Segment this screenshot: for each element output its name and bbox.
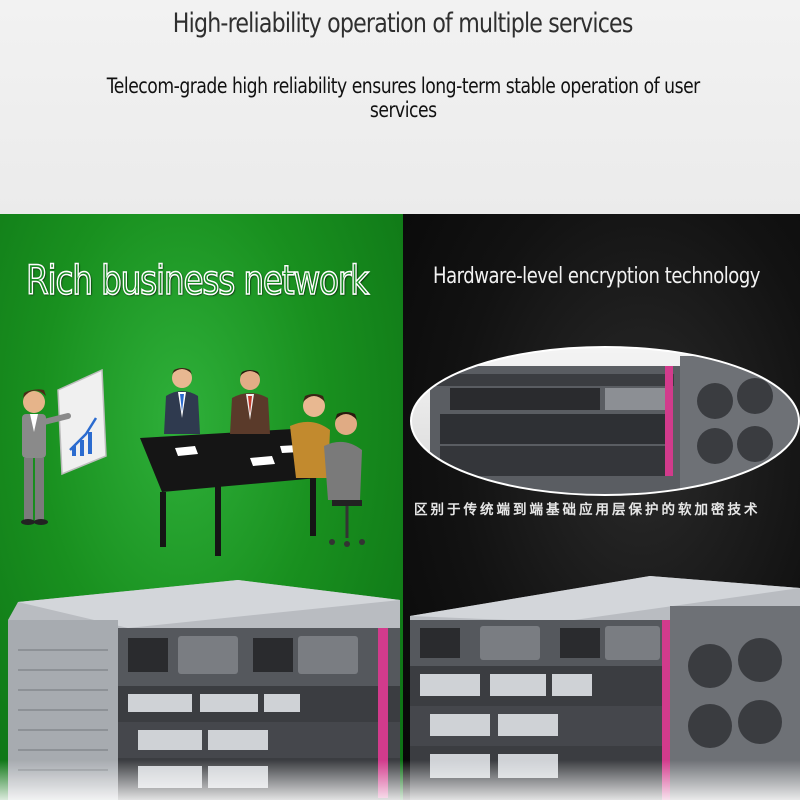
bottom-fade	[0, 760, 800, 800]
business-network-title: Rich business network	[25, 257, 369, 305]
encryption-caption: 区别于传统端到端基础应用层保护的软加密技术	[414, 502, 761, 518]
business-meeting-icon	[21, 368, 365, 556]
header-area: High-reliability operation of multiple s…	[0, 0, 800, 214]
encryption-device-oval	[410, 346, 800, 496]
subline: Telecom-grade high reliability ensures l…	[106, 74, 701, 122]
encryption-title: Hardware-level encryption technology	[433, 264, 760, 289]
headline: High-reliability operation of multiple s…	[172, 8, 634, 39]
